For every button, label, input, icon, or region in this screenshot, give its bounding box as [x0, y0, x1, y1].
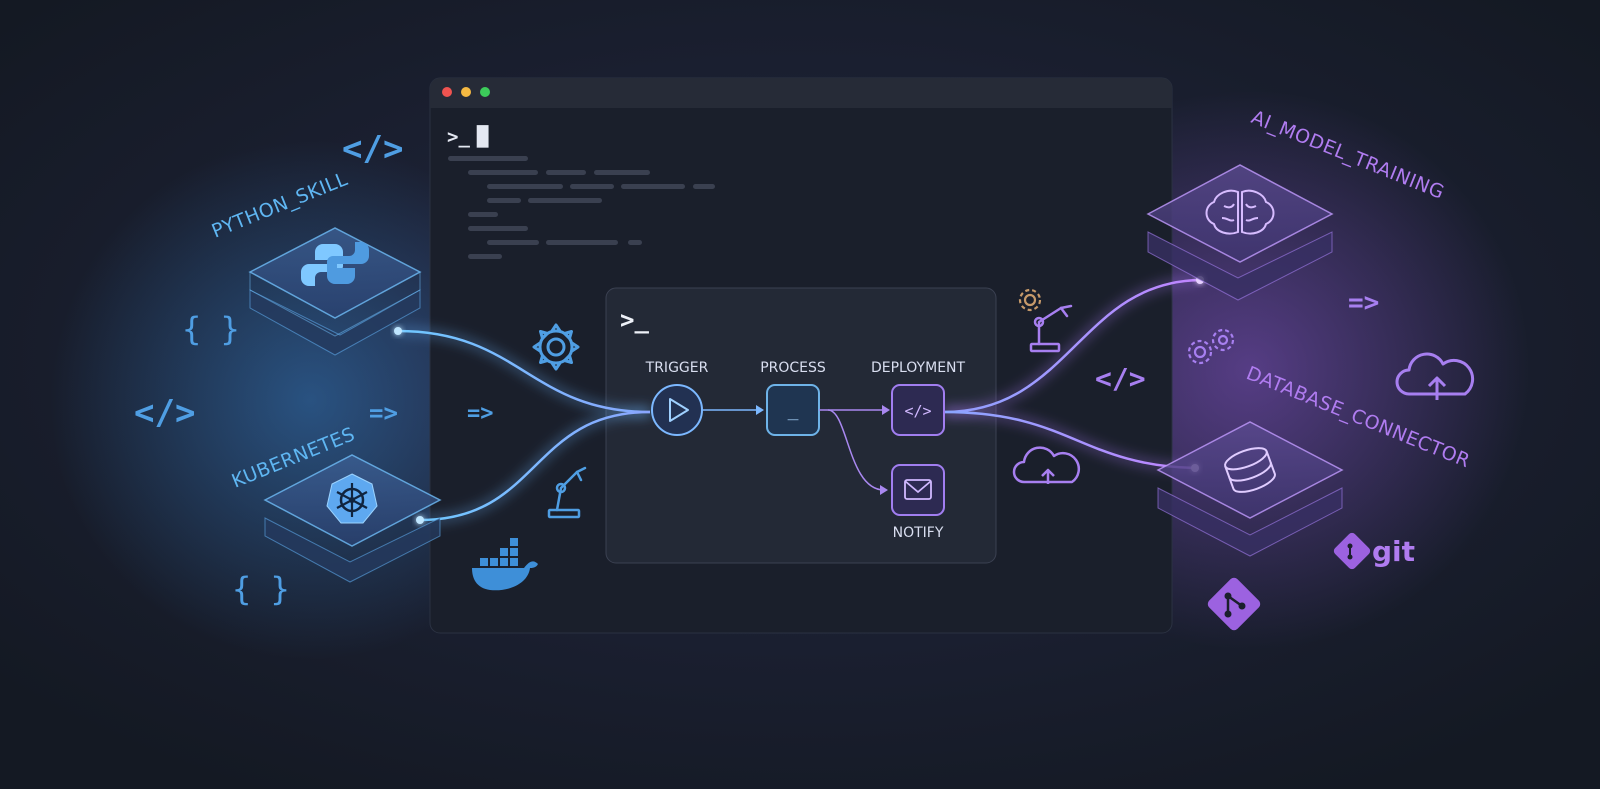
- gear-icon: [1187, 339, 1213, 365]
- notify-label: NOTIFY: [893, 525, 944, 541]
- wire-python-to-trigger: [397, 329, 651, 414]
- git-wordmark: git: [1372, 535, 1415, 568]
- database-connector-tile[interactable]: [1156, 421, 1344, 557]
- code-tag-icon: </>: [1095, 362, 1146, 395]
- process-cursor-icon: _: [788, 400, 799, 421]
- gear-icon: [1211, 328, 1235, 352]
- cloud-icon: [1012, 446, 1081, 484]
- python-logo-icon: [301, 242, 369, 286]
- braces-icon: { }: [232, 570, 290, 608]
- minimize-window-button[interactable]: [461, 87, 471, 97]
- robotic-arm-icon: [1029, 304, 1073, 353]
- gear-icon: [532, 323, 580, 371]
- wire-deployment-to-ai-model: [943, 278, 1201, 414]
- database-icon: [1224, 447, 1276, 493]
- deployment-label: DEPLOYMENT: [871, 360, 966, 376]
- play-icon: [669, 398, 689, 422]
- docker-whale-icon: [472, 538, 538, 591]
- git-logo-icon: [1333, 532, 1371, 570]
- deployment-node[interactable]: </>: [891, 384, 945, 436]
- braces-icon: { }: [182, 310, 240, 348]
- robotic-arm-icon: [547, 466, 587, 519]
- wire-kubernetes-to-trigger: [419, 410, 651, 522]
- terminal-cursor[interactable]: █: [476, 125, 489, 148]
- window-titlebar: [430, 78, 1172, 108]
- python-skill-tile[interactable]: [248, 227, 422, 356]
- trigger-label: TRIGGER: [645, 360, 709, 376]
- arrow-icon: =>: [1348, 288, 1379, 318]
- process-node[interactable]: _: [766, 384, 820, 436]
- code-tag-icon: </>: [342, 129, 403, 169]
- kubernetes-helm-icon: [326, 473, 378, 524]
- process-label: PROCESS: [760, 360, 826, 376]
- close-window-button[interactable]: [442, 87, 452, 97]
- brain-icon: [1205, 189, 1275, 235]
- code-lines-placeholder: [448, 156, 715, 259]
- git-logo-icon: [1207, 577, 1261, 631]
- code-tag-icon: </>: [134, 393, 195, 433]
- gear-icon: [1018, 288, 1042, 312]
- left-decorations: </> </> { } { } => =>: [134, 129, 587, 608]
- wire-deployment-to-database: [943, 410, 1196, 470]
- terminal-prompt: >_: [447, 126, 470, 148]
- ai-model-training-tile[interactable]: [1146, 164, 1334, 301]
- kubernetes-tile[interactable]: [263, 454, 442, 583]
- mail-icon: [904, 479, 932, 500]
- trigger-node[interactable]: [651, 384, 703, 436]
- workflow-steps: TRIGGER PROCESS _ DEPLOYMENT </>: [645, 360, 966, 541]
- code-icon: </>: [904, 402, 931, 420]
- right-decorations: </> =>: [1012, 288, 1475, 631]
- arrow-icon: =>: [369, 399, 398, 427]
- workflow-prompt: >_: [620, 306, 649, 334]
- maximize-window-button[interactable]: [480, 87, 490, 97]
- cloud-upload-icon: [1395, 352, 1475, 400]
- connection-wires: [394, 276, 1204, 524]
- arrow-icon: =>: [467, 401, 494, 426]
- notify-node[interactable]: [891, 464, 945, 516]
